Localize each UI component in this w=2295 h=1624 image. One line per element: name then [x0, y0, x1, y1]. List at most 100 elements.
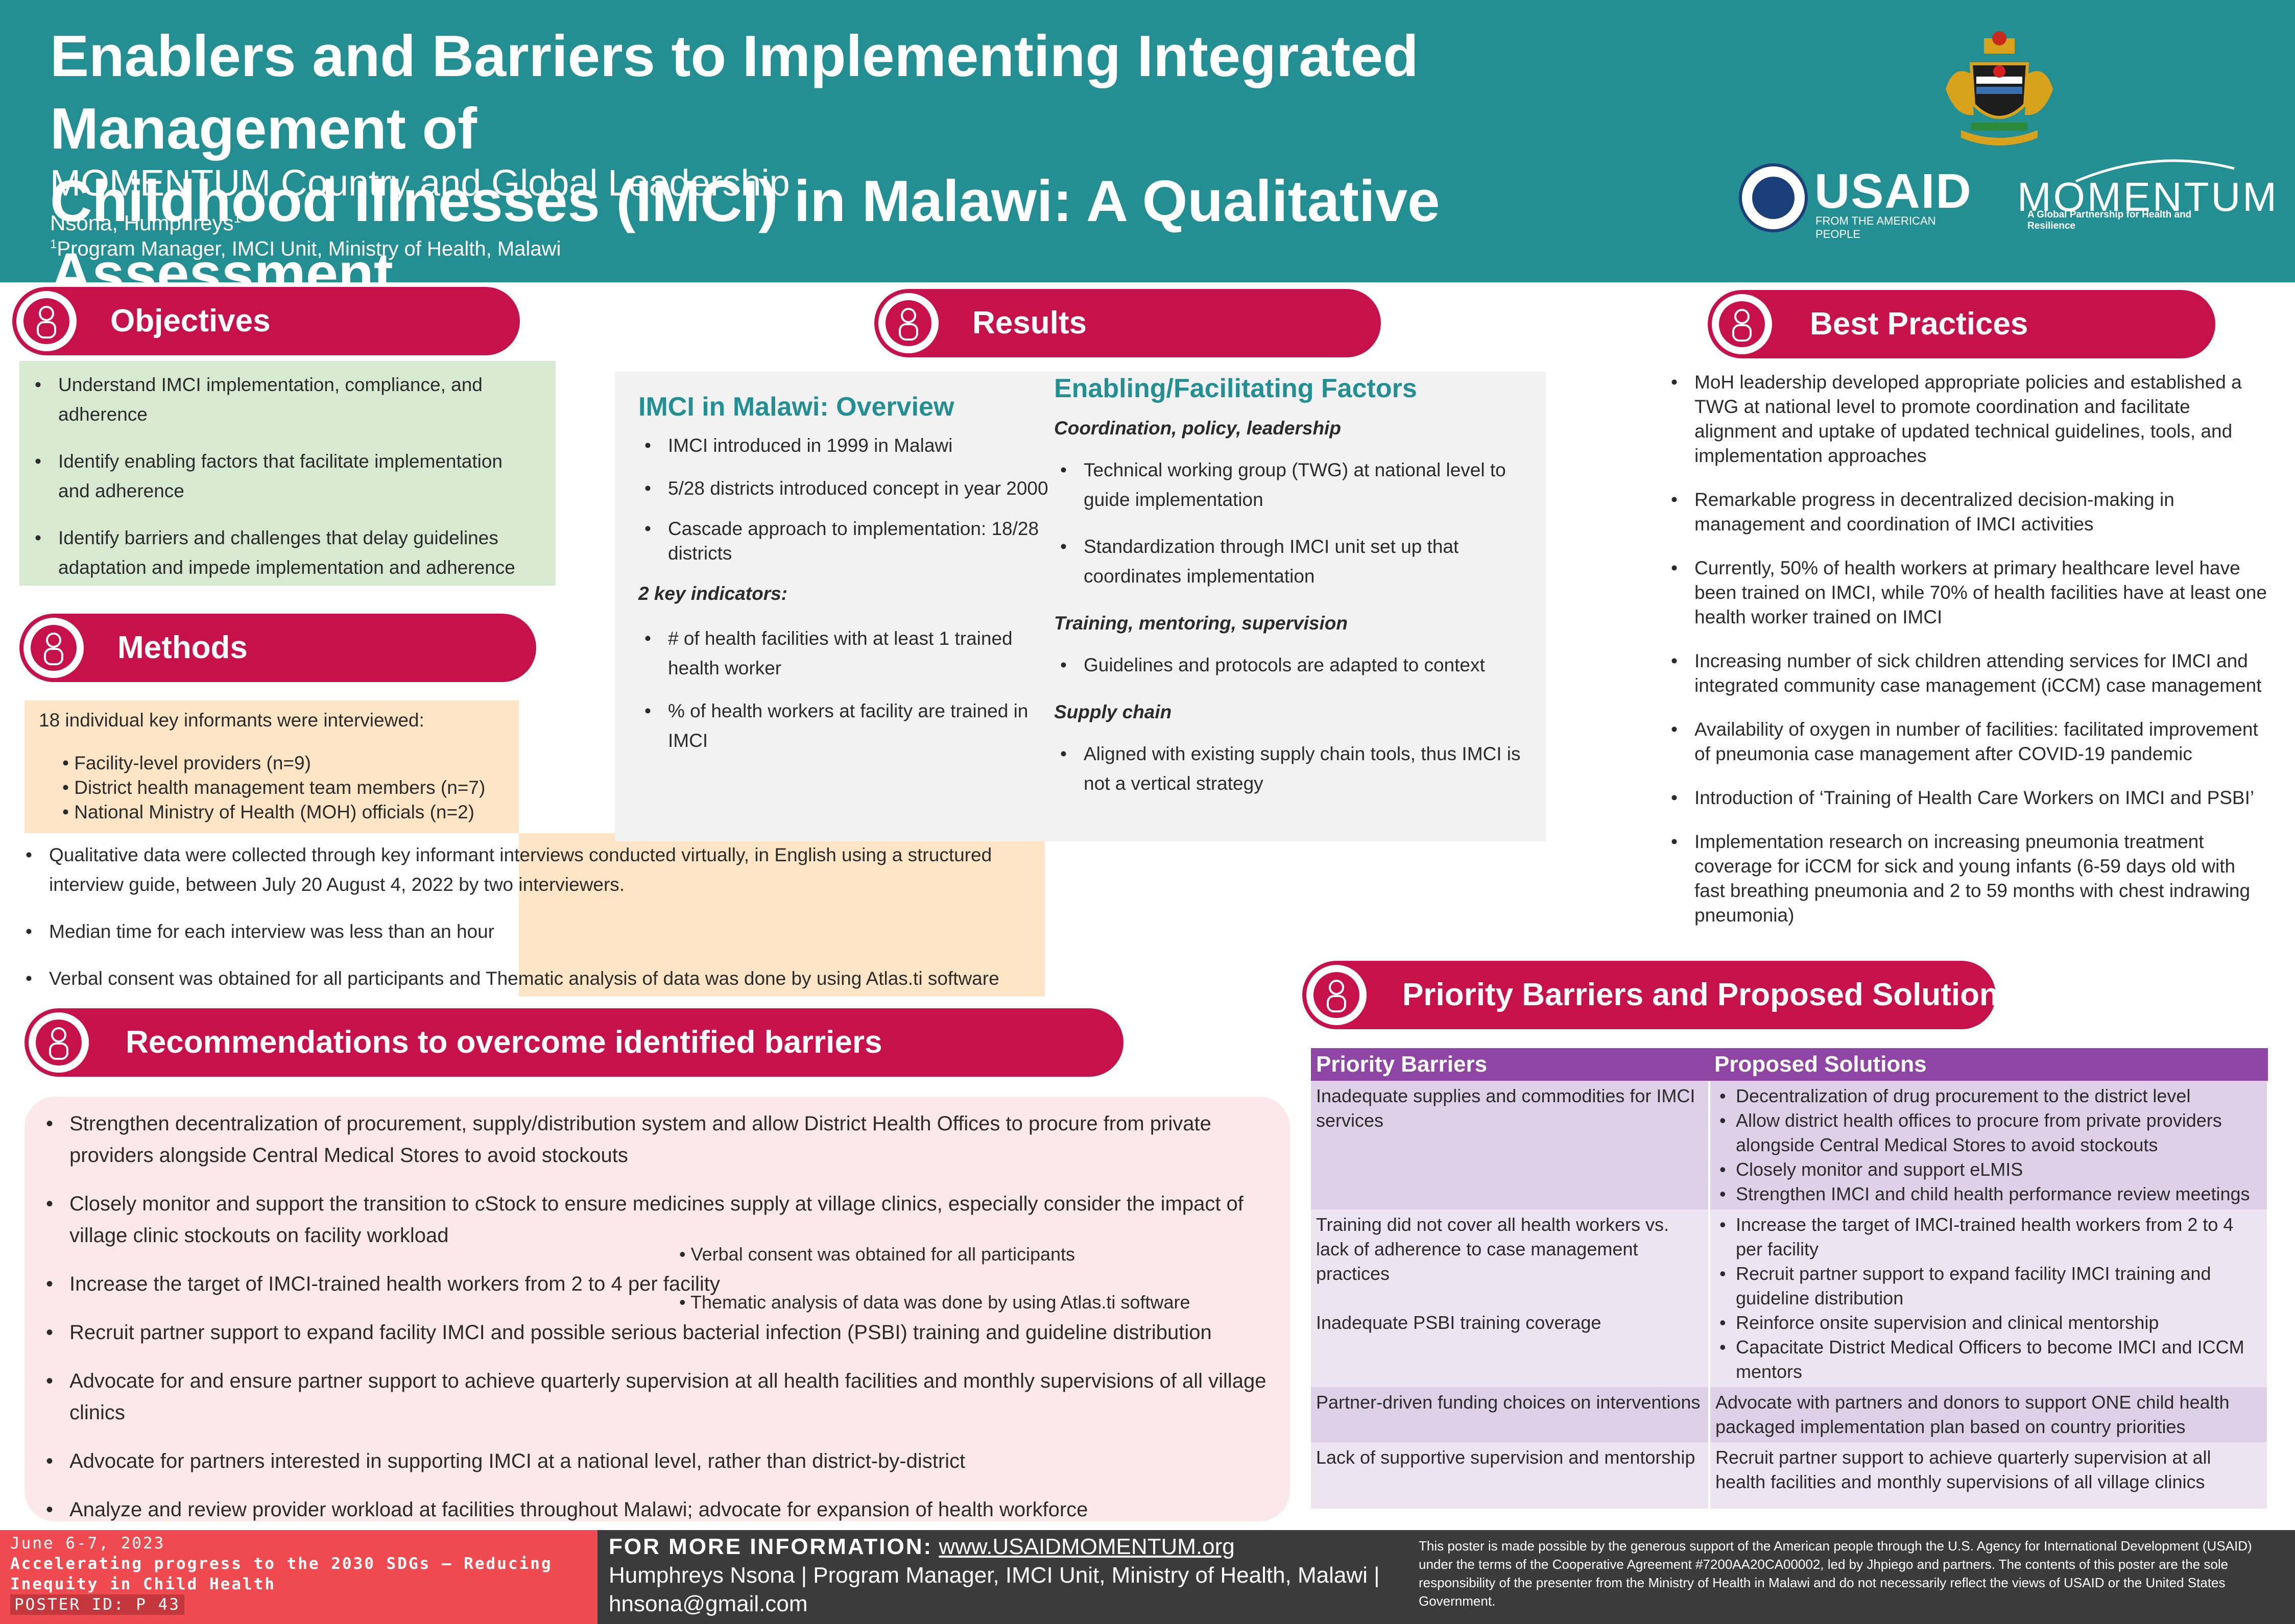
list-item: Closely monitor and support eLMIS [1715, 1157, 2262, 1182]
list-item: Capacitate District Medical Officers to … [1715, 1335, 2262, 1384]
list-item: Implementation research on increasing pn… [1665, 830, 2267, 928]
informant-list: • Facility-level providers (n=9) • Distr… [39, 751, 505, 825]
results-banner: Results [874, 289, 1381, 357]
methods-intro-box: 18 individual key informants were interv… [25, 700, 519, 833]
list-item: Recruit partner support to expand facili… [1715, 1262, 2262, 1311]
recommendations-list: Strengthen decentralization of procureme… [40, 1108, 1270, 1525]
overlay-text: Thematic analysis of data was done by us… [690, 1292, 1190, 1313]
list-item: Recruit partner support to expand facili… [40, 1317, 1270, 1348]
contact-line: Humphreys Nsona | Program Manager, IMCI … [609, 1563, 1380, 1588]
priority-banner: Priority Barriers and Proposed Solutions [1302, 961, 2016, 1029]
stray-text-overlay: • Verbal consent was obtained for all pa… [679, 1230, 1266, 1326]
list-item: % of health workers at facility are trai… [638, 696, 1062, 756]
methods-title: Methods [117, 630, 248, 665]
contact-info: FOR MORE INFORMATION: www.USAIDMOMENTUM.… [609, 1533, 1411, 1618]
barrier-cell: Inadequate supplies and commodities for … [1311, 1081, 1710, 1209]
column-header: Priority Barriers [1311, 1048, 1709, 1081]
list-item: Standardization through IMCI unit set up… [1054, 532, 1534, 591]
recommendations-box: Strengthen decentralization of procureme… [25, 1097, 1290, 1525]
momentum-wordmark: MOMENTUM [2017, 174, 2279, 220]
recommendations-banner: Recommendations to overcome identified b… [25, 1008, 1123, 1077]
enabling-subheading: Supply chain [1054, 701, 1172, 722]
list-item: # of health facilities with at least 1 t… [638, 624, 1062, 683]
best-practices-banner: Best Practices [1708, 290, 2215, 358]
affiliation-text: Program Manager, IMCI Unit, Ministry of … [57, 237, 561, 260]
list-item: 5/28 districts introduced concept in yea… [638, 474, 1062, 503]
usaid-tagline: FROM THE AMERICAN PEOPLE [1815, 214, 1936, 240]
header: Enablers and Barriers to Implementing In… [0, 0, 2295, 306]
poster-title: Enablers and Barriers to Implementing In… [50, 20, 1659, 310]
solution-cell: Decentralization of drug procurement to … [1709, 1081, 2269, 1209]
list-item: • Verbal consent was obtained for all pa… [679, 1244, 1075, 1265]
solution-cell: Advocate with partners and donors to sup… [1709, 1387, 2269, 1442]
list-item: Technical working group (TWG) at nationa… [1054, 455, 1534, 515]
objectives-box: Understand IMCI implementation, complian… [19, 361, 556, 586]
email-link[interactable]: hnsona@gmail.com [609, 1591, 808, 1616]
momentum-logo: MOMENTUM A Global Partnership for Health… [2017, 153, 2277, 231]
list-item: Remarkable progress in decentralized dec… [1665, 488, 2267, 537]
table-row: Partner-driven funding choices on interv… [1311, 1387, 2269, 1442]
list-item: • Thematic analysis of data was done by … [679, 1292, 1190, 1313]
priority-title: Priority Barriers and Proposed Solutions [1402, 977, 2017, 1012]
methods-list: Qualitative data were collected through … [19, 840, 1046, 993]
list-item: Verbal consent was obtained for all part… [19, 964, 1046, 993]
barrier-text: Inadequate PSBI training coverage [1316, 1312, 1601, 1333]
list-item: Identify barriers and challenges that de… [29, 523, 535, 583]
column-header: Proposed Solutions [1709, 1048, 2268, 1081]
informant-item: Facility-level providers (n=9) [74, 753, 311, 773]
results-overview: IMCI in Malawi: Overview IMCI introduced… [638, 392, 1062, 769]
list-item: Closely monitor and support the transiti… [40, 1188, 1270, 1251]
methods-box: Qualitative data were collected through … [19, 833, 1056, 997]
disclaimer: This poster is made possible by the gene… [1419, 1538, 2252, 1609]
poster-subtitle: MOMENTUM Country and Global Leadership [50, 163, 790, 204]
overlay-text: Verbal consent was obtained for all part… [690, 1244, 1075, 1265]
list-item: Aligned with existing supply chain tools… [1054, 739, 1534, 798]
methods-banner: Methods [19, 614, 536, 682]
enabling-list: Aligned with existing supply chain tools… [1054, 739, 1534, 798]
list-item: Analyze and review provider workload at … [40, 1494, 1270, 1525]
list-item: Increasing number of sick children atten… [1665, 649, 2267, 698]
overview-list: IMCI introduced in 1999 in Malawi 5/28 d… [638, 431, 1062, 566]
momentum-swoosh-icon [2075, 159, 2235, 183]
best-practices-list: MoH leadership developed appropriate pol… [1665, 370, 2267, 928]
list-item: Increase the target of IMCI-trained heal… [40, 1268, 1270, 1300]
informant-item: District health management team members … [74, 777, 486, 798]
website-link[interactable]: www.USAIDMOMENTUM.org [939, 1534, 1235, 1559]
enabling-heading: Enabling/Facilitating Factors [1054, 374, 1417, 403]
objectives-list: Understand IMCI implementation, complian… [29, 370, 535, 583]
list-item: Increase the target of IMCI-trained heal… [1715, 1213, 2262, 1262]
list-item: • National Ministry of Health (MOH) offi… [62, 802, 474, 822]
list-item: Advocate for partners interested in supp… [40, 1445, 1270, 1477]
list-item: Strengthen decentralization of procureme… [40, 1108, 1270, 1171]
table-header-row: Priority Barriers Proposed Solutions [1311, 1048, 2268, 1081]
conference-date: June 6-7, 2023 [10, 1534, 165, 1553]
enabling-list: Guidelines and protocols are adapted to … [1054, 650, 1534, 680]
barrier-cell: Partner-driven funding choices on interv… [1311, 1387, 1710, 1442]
list-item: Median time for each interview was less … [19, 917, 1046, 947]
results-title: Results [972, 305, 1087, 341]
recommendations-title: Recommendations to overcome identified b… [126, 1025, 882, 1060]
poster-id: POSTER ID: P 43 [10, 1594, 184, 1615]
conference-footer: June 6-7, 2023 Accelerating progress to … [0, 1530, 597, 1624]
title-line-1: Enablers and Barriers to Implementing In… [50, 24, 1419, 161]
indicators-heading: 2 key indicators: [638, 583, 788, 604]
momentum-tagline: A Global Partnership for Health and Resi… [2027, 209, 2192, 231]
baby-icon [23, 618, 84, 678]
table-row: Training did not cover all health worker… [1311, 1209, 2269, 1387]
usaid-seal-icon [1739, 163, 1808, 232]
author-line: Nsona, Humphreys1 [50, 210, 241, 235]
enabling-subheading: Coordination, policy, leadership [1054, 418, 1341, 439]
list-item: Availability of oxygen in number of faci… [1665, 717, 2267, 766]
list-item: Identify enabling factors that facilitat… [29, 447, 535, 506]
barrier-cell: Training did not cover all health worker… [1311, 1209, 1710, 1387]
list-item: Understand IMCI implementation, complian… [29, 370, 535, 429]
priority-table: Priority Barriers Proposed Solutions Ina… [1311, 1048, 2269, 1509]
list-item: MoH leadership developed appropriate pol… [1665, 370, 2267, 468]
list-item: • District health management team member… [62, 777, 486, 798]
usaid-wordmark: USAID [1814, 164, 1972, 219]
list-item: Advocate for and ensure partner support … [40, 1365, 1270, 1428]
more-info-label: FOR MORE INFORMATION: [609, 1534, 933, 1559]
objectives-banner: Objectives [12, 287, 520, 355]
methods-intro: 18 individual key informants were interv… [39, 710, 424, 731]
table-row: Inadequate supplies and commodities for … [1311, 1081, 2269, 1209]
